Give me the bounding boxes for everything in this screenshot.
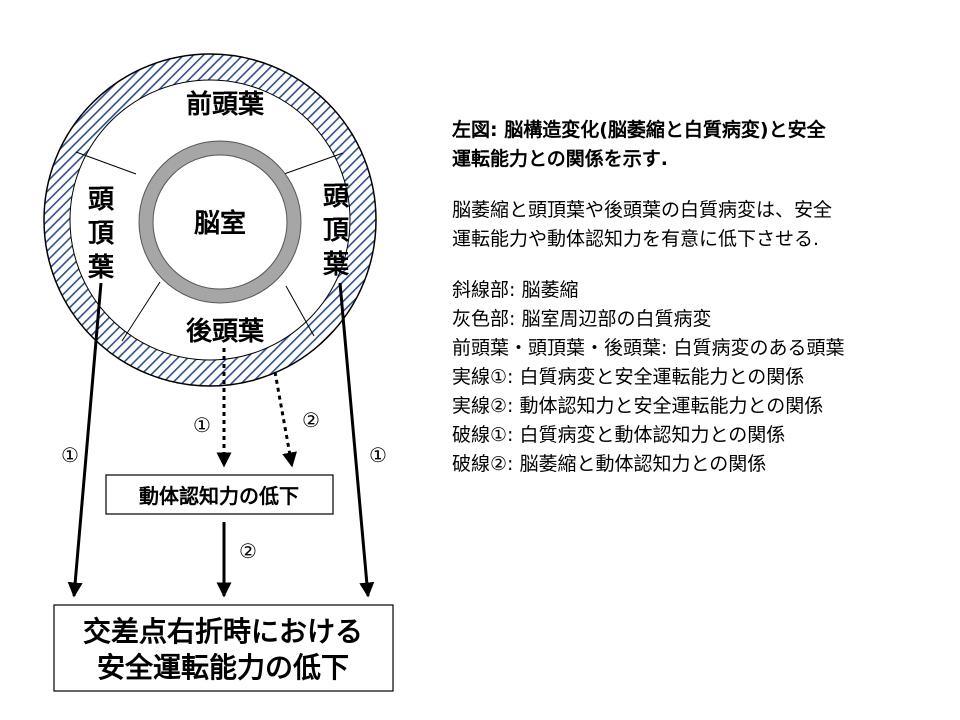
legend-item: 灰色部: 脳室周辺部の白質病変: [452, 308, 712, 330]
legend-item: 実線②: 動体認知力と安全運転能力との関係: [452, 395, 824, 417]
svg-text:頂: 頂: [323, 216, 350, 246]
dotted-right-label: ②: [302, 408, 320, 432]
dotted-arrow-right: [273, 371, 297, 468]
parietal-lobe-left-label: 頭 頂 葉: [87, 185, 115, 283]
left-solid-label: ①: [61, 443, 79, 467]
arrows: [67, 282, 375, 598]
legend-item: 前頭葉・頭頂葉・後頭葉: 白質病変のある頭葉: [452, 337, 845, 359]
solid-arrow-left: [67, 282, 103, 598]
middle-solid-label: ②: [239, 539, 257, 563]
dynamic-cognition-box: 動体認知力の低下: [105, 474, 334, 515]
svg-text:頂: 頂: [88, 219, 115, 249]
ventricle-label: 脳室: [193, 208, 246, 239]
svg-text:葉: 葉: [87, 253, 115, 283]
legend-item: 実線①: 白質病変と安全運転能力との関係: [452, 366, 805, 388]
svg-text:頭: 頭: [88, 185, 115, 215]
frontal-lobe-label: 前頭葉: [186, 89, 265, 120]
legend-item: 斜線部: 脳萎縮: [452, 279, 579, 301]
parietal-lobe-right-label: 頭 頂 葉: [322, 182, 350, 280]
dynamic-cognition-text: 動体認知力の低下: [139, 484, 299, 508]
white-matter-ring: [138, 140, 302, 304]
legend-item: 破線①: 白質病変と動体認知力との関係: [452, 424, 786, 446]
solid-arrow-right: [338, 282, 375, 598]
legend-list: 斜線部: 脳萎縮 灰色部: 脳室周辺部の白質病変 前頭葉・頭頂葉・後頭葉: 白質…: [452, 276, 942, 479]
occipital-lobe-label: 後頭葉: [186, 316, 265, 347]
svg-text:葉: 葉: [322, 250, 350, 280]
svg-text:頭: 頭: [323, 182, 350, 212]
legend-item: 破線②: 脳萎縮と動体認知力との関係: [452, 453, 767, 475]
outcome-box: 交差点右折時における 安全運転能力の低下: [53, 604, 394, 692]
right-solid-label: ①: [369, 443, 387, 467]
outcome-text-line2: 安全運転能力の低下: [97, 651, 349, 684]
dotted-center-label: ①: [193, 413, 211, 437]
description-title: 左図: 脳構造変化(脳萎縮と白質病変)と安全 運転能力との関係を示す.: [452, 119, 826, 170]
outcome-text-line1: 交差点右折時における: [83, 615, 363, 648]
lobe-dividers: [75, 151, 344, 342]
description-paragraph: 脳萎縮と頭頂葉や後頭葉の白質病変は、安全 運転能力や動体認知力を有意に低下させる…: [452, 199, 833, 250]
description-panel: 左図: 脳構造変化(脳萎縮と白質病変)と安全 運転能力との関係を示す. 脳萎縮と…: [452, 116, 942, 479]
